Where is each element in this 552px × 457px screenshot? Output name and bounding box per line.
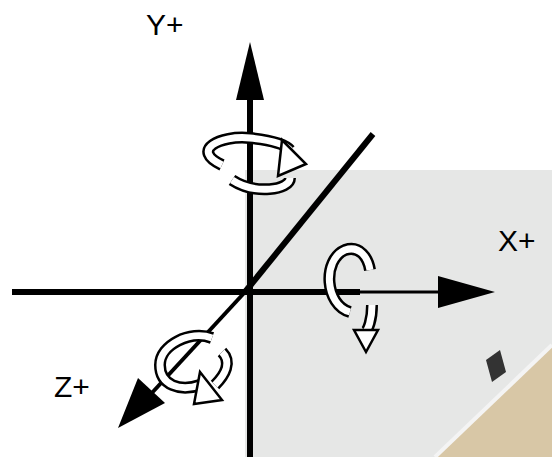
z-rotation-arrow [160,336,227,404]
y-axis [247,95,253,457]
axis-label: Y+ [146,10,184,40]
y-rotation-arrow [208,138,306,190]
grey-panel [245,170,552,457]
x-axis [290,291,445,294]
y-arrowhead [236,42,264,100]
panel-edge [435,345,552,457]
z-arrowhead [118,378,165,428]
panel-clip [486,350,506,382]
axis-label: Z+ [54,372,90,402]
x-rotation-arrow [329,249,378,352]
z-axis-back [245,134,373,292]
axis-label: X+ [498,226,536,256]
wood-corner [435,345,552,457]
x-arrowhead [438,276,495,308]
